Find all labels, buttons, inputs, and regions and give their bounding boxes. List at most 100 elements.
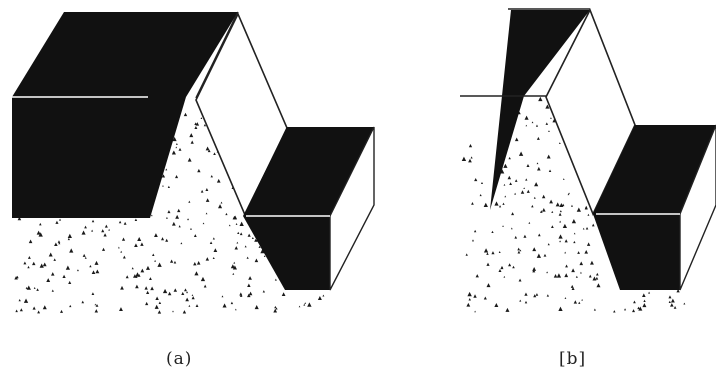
speckle-dot <box>154 304 159 309</box>
speckle-dot <box>235 223 238 225</box>
speckle-dot <box>239 221 244 226</box>
speckle-dot <box>233 261 236 264</box>
speckle-dot <box>94 260 99 265</box>
speckle-dot <box>468 143 473 148</box>
speckle-dot <box>175 143 178 145</box>
speckle-dot <box>15 309 18 313</box>
speckle-dot <box>512 265 515 269</box>
speckle-dot <box>474 310 476 313</box>
speckle-dot <box>19 308 23 312</box>
speckle-dot <box>465 253 468 256</box>
speckle-dot <box>247 293 251 298</box>
speckle-dot <box>194 122 197 126</box>
panel-a-block-right-front <box>243 216 330 290</box>
speckle-dot <box>207 149 211 153</box>
speckle-dot <box>248 276 252 280</box>
speckle-dot <box>154 259 156 262</box>
speckle-dot <box>167 210 171 214</box>
speckle-dot <box>576 207 581 212</box>
speckle-dot <box>193 234 197 237</box>
speckle-dot <box>590 260 594 265</box>
speckle-dot <box>146 290 150 294</box>
panel-a-substrate-speckle <box>14 112 325 314</box>
speckle-dot <box>246 256 249 259</box>
speckle-dot <box>94 303 97 306</box>
speckle-dot <box>535 124 539 127</box>
panel-a-block-right-top <box>243 127 374 216</box>
speckle-dot <box>303 303 306 306</box>
speckle-dot <box>642 293 646 297</box>
speckle-dot <box>483 202 488 207</box>
panel-b-substrate <box>463 96 688 312</box>
panel-a-block-right-side <box>329 126 375 291</box>
speckle-dot <box>190 227 192 230</box>
speckle-dot <box>152 253 155 256</box>
speckle-dot <box>68 280 72 284</box>
speckle-dot <box>494 303 499 307</box>
speckle-dot <box>103 233 107 237</box>
speckle-dot <box>575 275 578 278</box>
speckle-dot <box>254 304 259 310</box>
speckle-dot <box>191 294 194 296</box>
speckle-dot <box>564 239 568 243</box>
speckle-dot <box>559 220 562 223</box>
speckle-dot <box>498 205 502 208</box>
speckle-dot <box>104 224 108 228</box>
speckle-dot <box>172 310 174 313</box>
panel-b <box>460 8 716 313</box>
speckle-dot <box>154 233 158 237</box>
speckle-dot <box>69 304 72 308</box>
speckle-dot <box>23 298 29 303</box>
speckle-dot <box>559 202 564 207</box>
speckle-dot <box>236 241 239 244</box>
speckle-dot <box>18 298 21 302</box>
speckle-dot <box>81 230 86 235</box>
speckle-dot <box>51 272 55 276</box>
speckle-dot <box>571 286 575 291</box>
speckle-dot <box>239 292 243 296</box>
speckle-dot <box>213 248 218 253</box>
speckle-dot <box>540 210 543 213</box>
speckle-dot <box>84 225 87 229</box>
speckle-dot <box>502 225 504 227</box>
speckle-dot <box>274 278 277 281</box>
speckle-dot <box>498 251 501 253</box>
speckle-dot <box>205 212 208 215</box>
speckle-dot <box>225 212 228 216</box>
speckle-dot <box>470 156 473 159</box>
speckle-dot <box>118 246 120 249</box>
speckle-dot <box>480 181 484 184</box>
speckle-dot <box>48 252 53 257</box>
speckle-dot <box>468 158 472 163</box>
panel-a-caption: (a) <box>166 349 193 369</box>
speckle-dot <box>518 151 524 156</box>
speckle-dot <box>586 242 591 246</box>
speckle-dot <box>158 301 162 304</box>
speckle-dot <box>95 303 99 307</box>
speckle-dot <box>519 299 522 302</box>
speckle-dot <box>317 295 322 300</box>
speckle-dot <box>157 310 162 314</box>
speckle-dot <box>228 224 231 227</box>
speckle-dot <box>593 308 596 311</box>
speckle-dot <box>676 289 680 293</box>
speckle-dot <box>541 194 546 199</box>
speckle-dot <box>195 304 199 308</box>
speckle-dot <box>182 310 187 314</box>
speckle-dot <box>162 184 164 187</box>
speckle-dot <box>517 247 521 251</box>
speckle-dot <box>173 260 177 264</box>
speckle-dot <box>239 294 243 297</box>
speckle-dot <box>251 236 254 239</box>
speckle-dot <box>218 204 223 209</box>
speckle-dot <box>525 124 528 127</box>
speckle-dot <box>188 304 191 307</box>
speckle-dot <box>137 236 142 242</box>
speckle-dot <box>32 306 36 310</box>
speckle-dot <box>134 218 138 221</box>
speckle-dot <box>27 255 31 259</box>
speckle-dot <box>491 230 494 234</box>
speckle-dot <box>91 219 95 223</box>
speckle-dot <box>222 303 227 308</box>
